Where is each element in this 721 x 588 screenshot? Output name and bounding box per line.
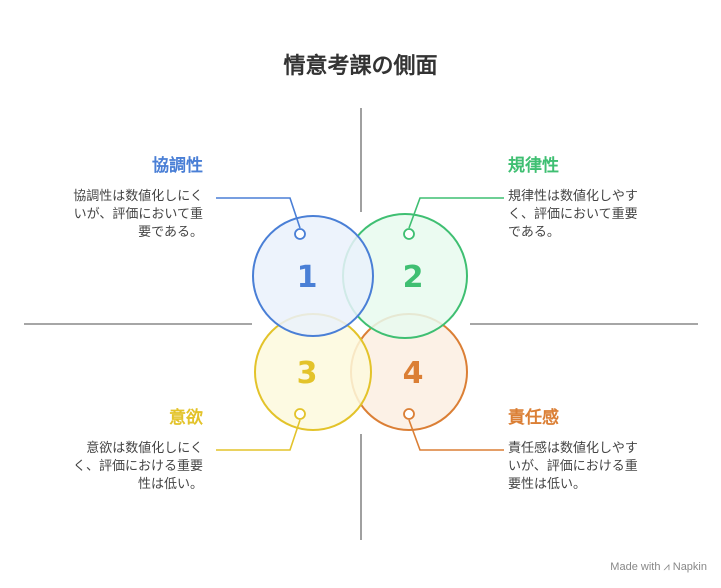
connector-dot-1 (294, 228, 306, 240)
connector-dot-4 (403, 408, 415, 420)
description-1-line: 要である。 (138, 225, 203, 240)
heading-1: 協調性 (152, 156, 203, 176)
description-2: 規律性は数値化しやす く、評価において重要 である。 (508, 188, 638, 242)
connector-dot-3 (294, 408, 306, 420)
connector-3 (216, 419, 301, 451)
description-2-line: く、評価において重要 (508, 207, 638, 222)
circle-number-3: 3 (297, 356, 318, 391)
description-3-line: 意欲は数値化しにく (86, 441, 203, 456)
description-4-line: 責任感は数値化しやす (508, 441, 638, 456)
napkin-credit: Made with ⩘ Napkin (610, 561, 707, 573)
heading-2: 規律性 (508, 156, 559, 176)
description-4-line: 要性は低い。 (508, 477, 587, 492)
heading-3: 意欲 (169, 408, 203, 428)
description-1-line: いが、評価において重 (73, 207, 203, 222)
connector-1 (216, 197, 301, 229)
connector-dot-2 (403, 228, 415, 240)
description-1: 協調性は数値化しにく いが、評価において重 要である。 (73, 188, 203, 242)
circle-number-4: 4 (403, 356, 424, 391)
circle-number-1: 1 (297, 260, 318, 295)
connector-4 (408, 419, 504, 451)
description-1-line: 協調性は数値化しにく (73, 189, 203, 204)
description-3: 意欲は数値化しにく く、評価における重要 性は低い。 (73, 440, 203, 494)
description-3-line: く、評価における重要 (72, 459, 203, 474)
description-3-line: 性は低い。 (137, 477, 203, 492)
circle-number-2: 2 (403, 260, 424, 295)
diagram-title: 情意考課の側面 (283, 54, 438, 79)
description-4: 責任感は数値化しやす いが、評価における重 要性は低い。 (508, 440, 638, 494)
connector-2 (408, 197, 504, 229)
circle-1 (252, 215, 374, 337)
description-2-line: である。 (508, 225, 560, 240)
description-2-line: 規律性は数値化しやす (508, 189, 638, 204)
heading-4: 責任感 (508, 408, 559, 428)
description-4-line: いが、評価における重 (508, 459, 638, 474)
